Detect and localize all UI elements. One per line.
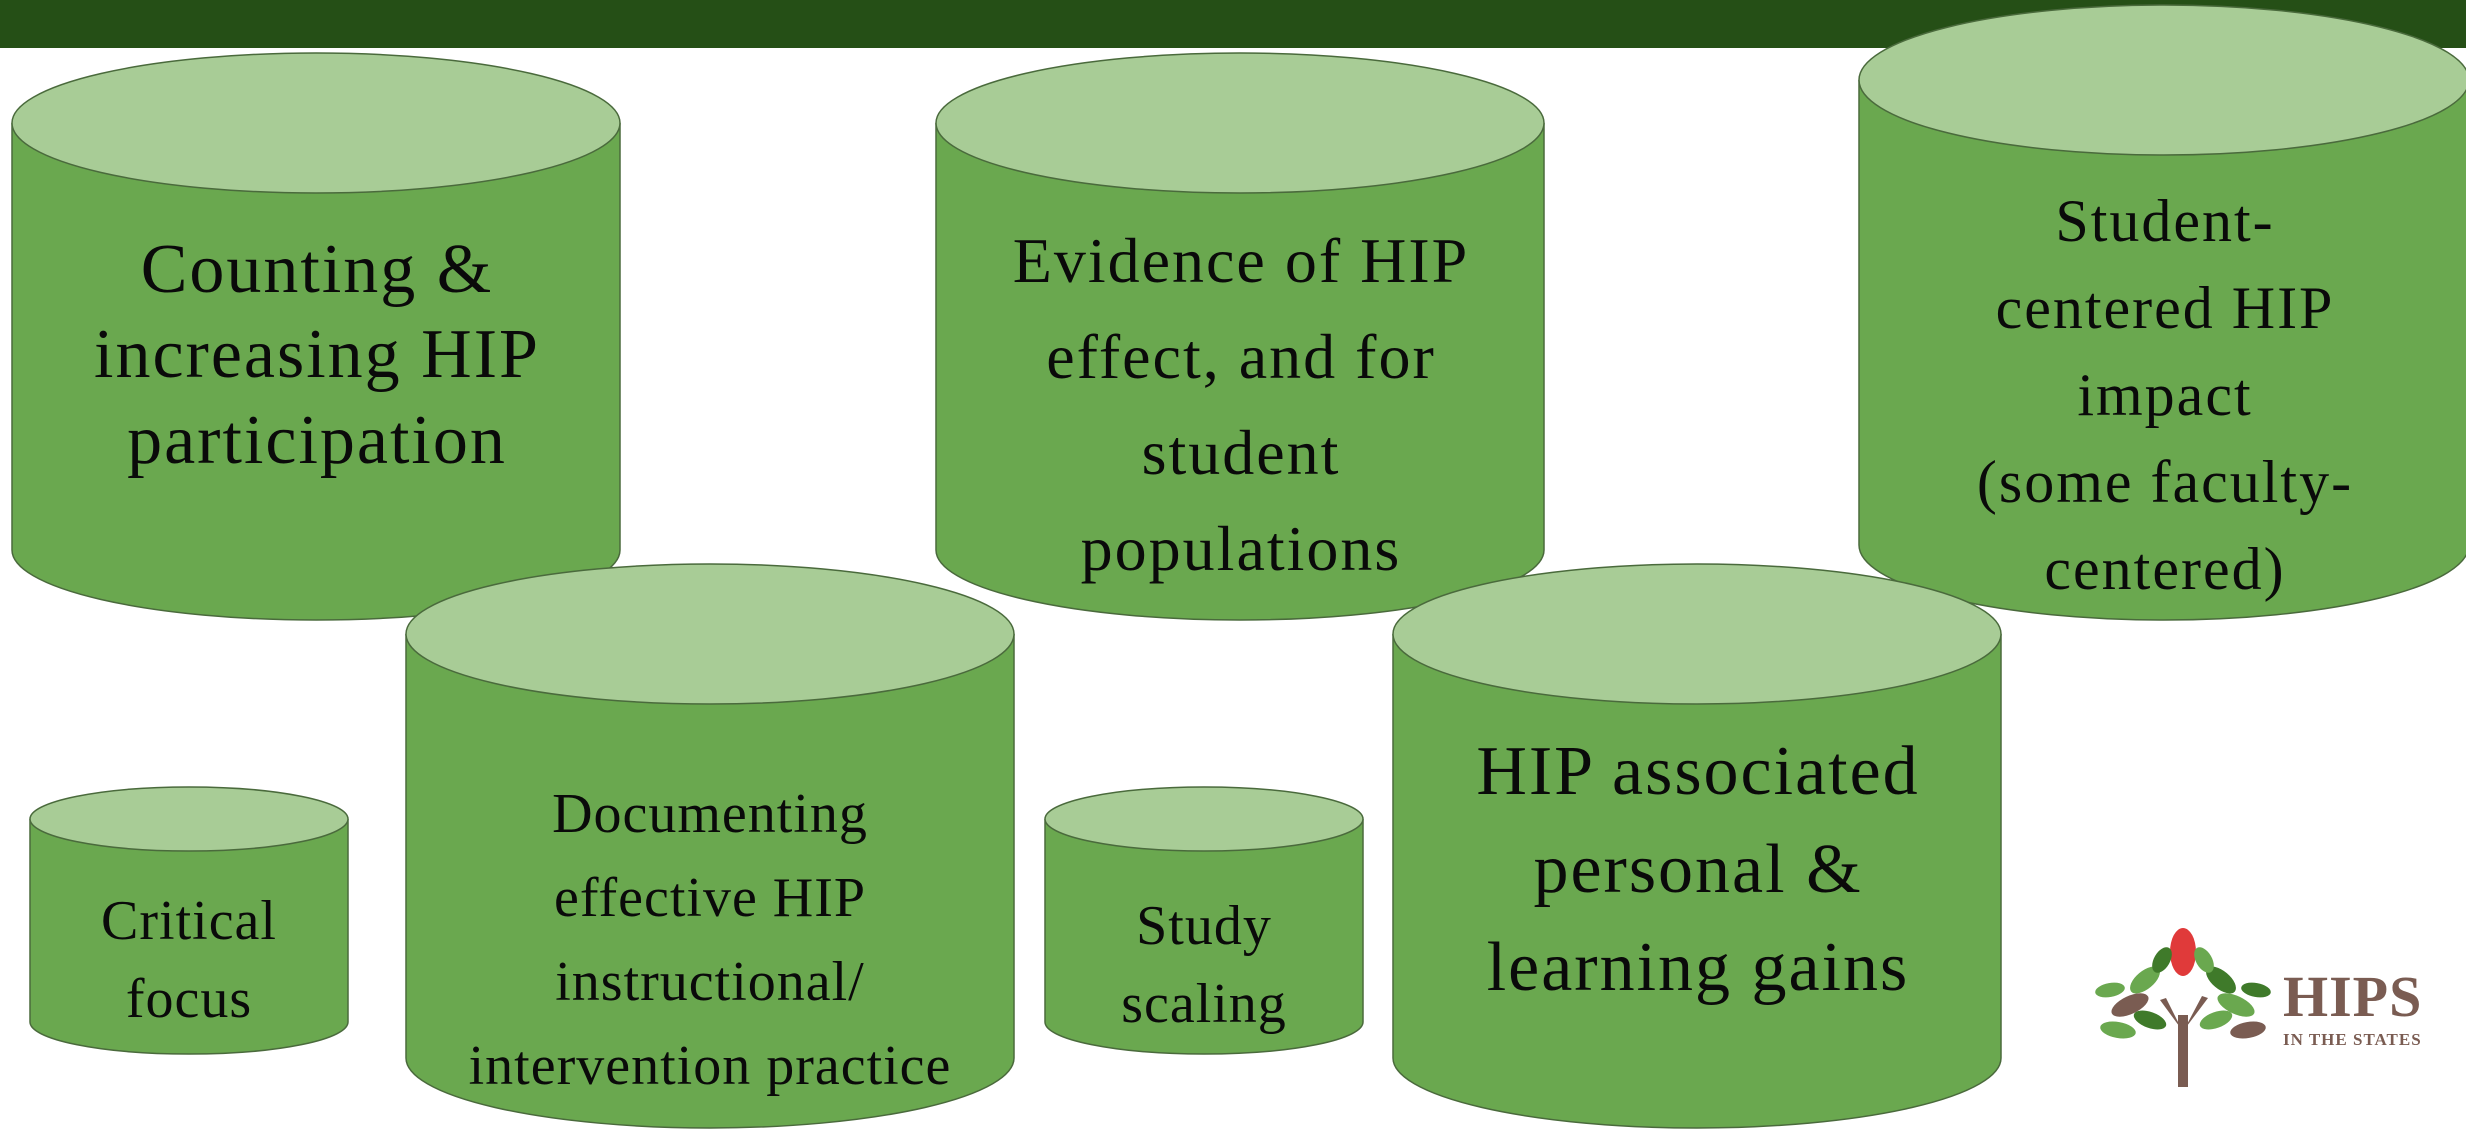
label-critical: Critical focus: [101, 889, 277, 1030]
label-student-centered: Student- centered HIP impact (some facul…: [1976, 187, 2354, 602]
label-evidence: Evidence of HIP effect, and for student …: [1012, 225, 1470, 584]
logo-subtitle: IN THE STATES: [2283, 1030, 2422, 1049]
label-gains: HIP associated personal & learning gains: [1476, 733, 1920, 1006]
label-counting: Counting & increasing HIP participation: [94, 230, 540, 479]
label-documenting: Documenting effective HIP instructional/…: [468, 783, 952, 1097]
tree-icon: [2095, 928, 2271, 1087]
logo-title: HIPS: [2283, 964, 2423, 1029]
label-study: Study scaling: [1121, 894, 1287, 1035]
logo: HIPS IN THE STATES: [2283, 968, 2422, 1050]
